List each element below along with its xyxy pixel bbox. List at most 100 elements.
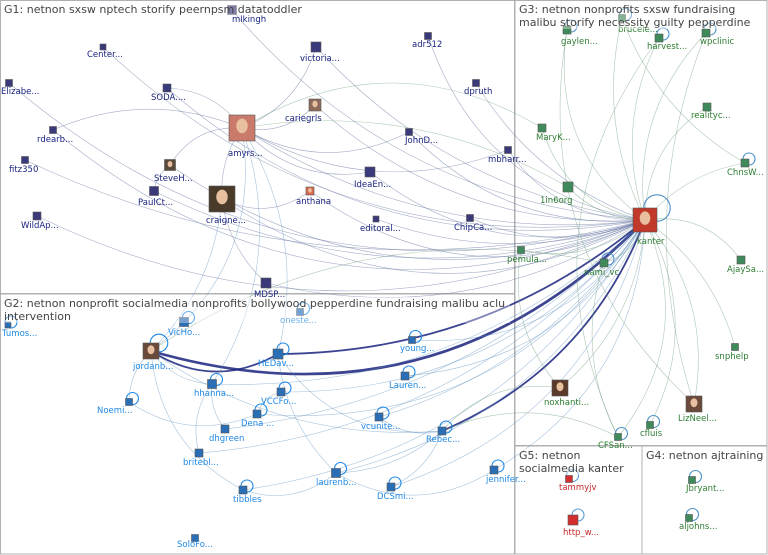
node-snphelp[interactable]: snphelp [715,343,749,363]
node-jennifer[interactable]: jennifer... [485,459,526,485]
node-label: rdearb... [37,135,73,145]
node-young[interactable]: young... [400,329,435,355]
edge [666,32,707,405]
node-johnd[interactable]: JohnD... [404,128,438,147]
node-icon [736,255,746,265]
node-victoria[interactable]: victoria... [300,41,340,64]
node-label: Rebec... [426,435,460,445]
node-chipca[interactable]: ChipCa... [454,214,492,234]
node-oneste[interactable]: oneste... [280,301,317,327]
node-cfluis[interactable]: cfluis [640,414,663,440]
node-kanter[interactable]: kanter [632,194,671,247]
node-vccfo[interactable]: VCCFo... [261,381,296,407]
node-laurenb[interactable]: laurenb... [316,461,356,489]
node-soda[interactable]: SODA.... [151,83,186,103]
node-icon [504,146,512,154]
node-label: cfluis [640,429,663,439]
node-amyrs[interactable]: amyrs... [228,114,263,159]
node-solofo[interactable]: SoloFo... [177,534,213,551]
edge [390,430,443,488]
node-editoral[interactable]: editoral... [360,215,401,234]
node-jordanb[interactable]: jordanb... [132,333,173,372]
node-wpclinic[interactable]: wpclinic [700,22,734,47]
node-chnsw[interactable]: ChnsW... [727,152,764,178]
node-icon [227,5,237,15]
node-craigne[interactable]: craigne... [206,185,246,226]
node-dpruth[interactable]: dpruth [464,79,492,98]
node-nami_vc[interactable]: nami_vc [584,252,620,278]
node-tammyjv[interactable]: tammyjv [559,468,597,494]
node-icon [437,426,447,436]
node-lauren[interactable]: Lauren... [389,365,426,391]
node-tumos[interactable]: Tumos... [1,315,37,339]
node-jbryant[interactable]: Jbryant... [685,469,724,495]
edge [559,29,695,405]
node-steveh[interactable]: SteveH... [154,159,193,185]
node-noxhanti[interactable]: noxhanti... [544,379,589,408]
edge [441,219,646,432]
node-britebl[interactable]: britebl... [183,448,219,468]
node-rebec[interactable]: Rebec... [426,420,460,445]
node-dena[interactable]: Dena ... [241,403,274,429]
node-rdearb[interactable]: rdearb... [37,126,73,146]
group-title-g3: G3: netnon nonprofits sxsw fundraising m… [519,3,759,29]
node-wildap[interactable]: WildAp... [21,211,59,231]
edge [559,219,646,389]
node-ideaen[interactable]: IdeaEn... [354,166,391,190]
node-paulct[interactable]: PaulCt... [138,186,173,209]
node-adr512[interactable]: adr512 [412,32,442,51]
node-gaylen[interactable]: gaylen... [561,19,598,47]
node-label: adr512 [412,40,442,50]
node-label: fitz350 [9,165,38,175]
node-aljohns[interactable]: aljohns... [679,507,717,533]
node-mdsp[interactable]: MDSP... [254,277,285,300]
node-icon [489,465,499,475]
edge [631,37,660,221]
node-1inforg[interactable]: 1in6org [540,181,574,206]
node-label: editoral... [360,224,401,234]
node-http_w[interactable]: http_w... [563,508,599,538]
node-label: dpruth [464,87,492,97]
node-vicho[interactable]: VicHo... [168,310,200,339]
node-vcunite[interactable]: vcunite... [361,406,401,432]
node-label: PaulCt... [138,198,173,208]
node-hedav[interactable]: HEDav... [258,342,294,369]
node-hhanna[interactable]: hhanna... [194,372,234,400]
node-cfsan[interactable]: CFSan... [598,426,633,452]
node-icon [238,485,248,495]
node-icon [220,424,230,434]
node-noemi[interactable]: Noemi... [97,391,140,417]
node-label: IdeaEn... [354,180,391,190]
node-pemula[interactable]: pemula... [507,246,547,266]
edge [644,219,676,426]
node-label: MaryK... [536,133,571,143]
node-tibbles[interactable]: tibbles [233,479,262,505]
node-label: Center... [87,50,123,60]
edge [24,159,646,251]
node-label: cariegrls [285,114,322,124]
edge [493,219,646,471]
node-mlkingh[interactable]: mlkingh [227,5,267,26]
node-icon [4,321,12,329]
node-cariegrls[interactable]: cariegrls [285,98,322,124]
node-realityc[interactable]: realityc... [691,102,731,121]
node-center[interactable]: Center... [87,43,123,60]
node-elizabe[interactable]: Elizabe... [1,79,40,98]
node-lizneel[interactable]: LizNeel... [678,395,717,424]
node-brucele[interactable]: brucele... [618,7,658,36]
edge [195,383,213,454]
node-anthana[interactable]: anthana [296,186,331,207]
node-icon [49,126,57,134]
face-shape [639,211,651,225]
node-label: VCCFo... [261,397,296,407]
node-fitz350[interactable]: fitz350 [9,156,38,176]
node-ajaysa[interactable]: AjaySa... [727,255,764,275]
node-harvest[interactable]: harvest... [647,27,687,52]
node-label: aljohns... [679,522,717,532]
node-maryk[interactable]: MaryK... [536,123,571,143]
node-dcsmi[interactable]: DCSmi... [377,476,414,502]
node-dhgreen[interactable]: dhgreen [209,424,244,444]
node-mbharr[interactable]: mbharr... [488,146,526,166]
edge [150,219,646,376]
